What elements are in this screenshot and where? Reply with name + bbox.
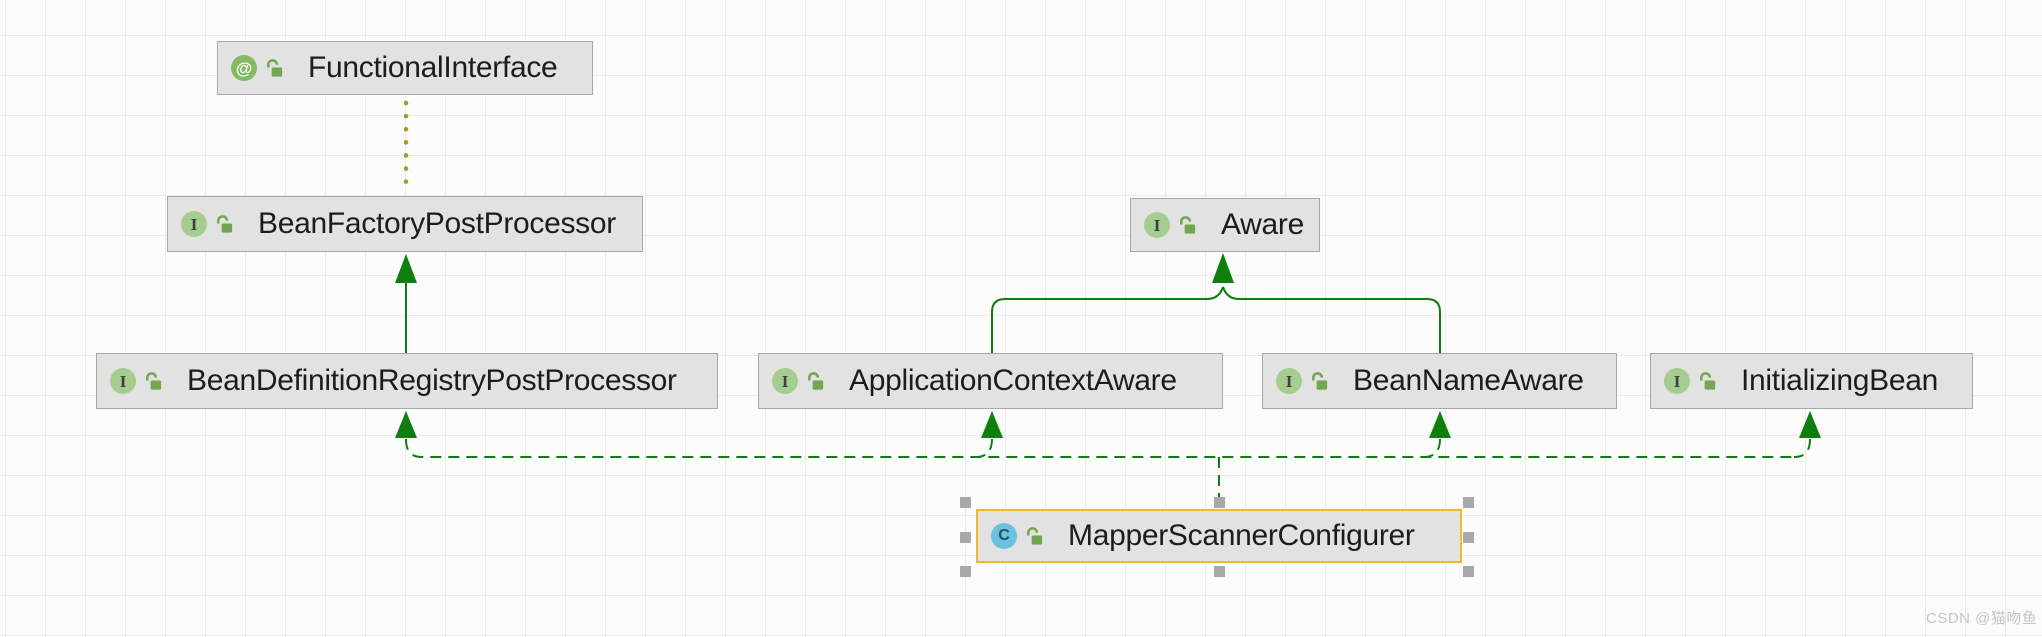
selection-handle-top-middle[interactable] <box>1214 497 1225 508</box>
interface-icon: I <box>110 368 136 394</box>
node-label: ApplicationContextAware <box>849 364 1177 397</box>
edge-extends-beandefinitionregistrypostprocessor[interactable] <box>395 254 417 353</box>
selection-handle-middle-right[interactable] <box>1463 532 1474 543</box>
watermark: CSDN @猫吻鱼 <box>1926 610 2038 627</box>
node-label: BeanDefinitionRegistryPostProcessor <box>187 364 677 397</box>
edge-implements-mapperscannerconfigurer[interactable] <box>395 411 1821 509</box>
unlock-icon <box>805 371 826 392</box>
unlock-icon <box>1697 371 1718 392</box>
node-label: BeanNameAware <box>1353 364 1584 397</box>
node-bean-definition-registry-post-processor[interactable]: I BeanDefinitionRegistryPostProcessor <box>96 353 718 409</box>
node-bean-factory-post-processor[interactable]: I BeanFactoryPostProcessor <box>167 196 643 252</box>
interface-icon: I <box>772 368 798 394</box>
unlock-icon <box>1309 371 1330 392</box>
node-application-context-aware[interactable]: I ApplicationContextAware <box>758 353 1223 409</box>
node-label: MapperScannerConfigurer <box>1068 519 1415 552</box>
node-aware[interactable]: I Aware <box>1130 198 1320 252</box>
node-mapper-scanner-configurer[interactable]: C MapperScannerConfigurer <box>976 509 1462 563</box>
interface-icon: I <box>181 211 207 237</box>
unlock-icon <box>143 371 164 392</box>
interface-icon: I <box>1144 212 1170 238</box>
interface-icon: I <box>1276 368 1302 394</box>
selection-handle-bottom-right[interactable] <box>1463 566 1474 577</box>
node-functional-interface[interactable]: @ FunctionalInterface <box>217 41 593 95</box>
annotation-icon: @ <box>231 55 257 81</box>
node-label: Aware <box>1221 208 1304 241</box>
selection-handle-top-left[interactable] <box>960 497 971 508</box>
selection-handle-bottom-middle[interactable] <box>1214 566 1225 577</box>
selection-handle-middle-left[interactable] <box>960 532 971 543</box>
class-icon: C <box>991 523 1017 549</box>
selection-handle-bottom-left[interactable] <box>960 566 971 577</box>
unlock-icon <box>1177 215 1198 236</box>
selection-handle-top-right[interactable] <box>1463 497 1474 508</box>
unlock-icon <box>214 214 235 235</box>
edge-extends-applicationcontextaware[interactable] <box>991 286 1224 353</box>
node-label: InitializingBean <box>1741 364 1938 397</box>
edge-extends-beannameaware[interactable] <box>1212 253 1441 353</box>
unlock-icon <box>1024 526 1045 547</box>
node-label: BeanFactoryPostProcessor <box>258 207 616 240</box>
node-label: FunctionalInterface <box>308 51 558 84</box>
node-initializing-bean[interactable]: I InitializingBean <box>1650 353 1973 409</box>
unlock-icon <box>264 58 285 79</box>
node-bean-name-aware[interactable]: I BeanNameAware <box>1262 353 1617 409</box>
interface-icon: I <box>1664 368 1690 394</box>
